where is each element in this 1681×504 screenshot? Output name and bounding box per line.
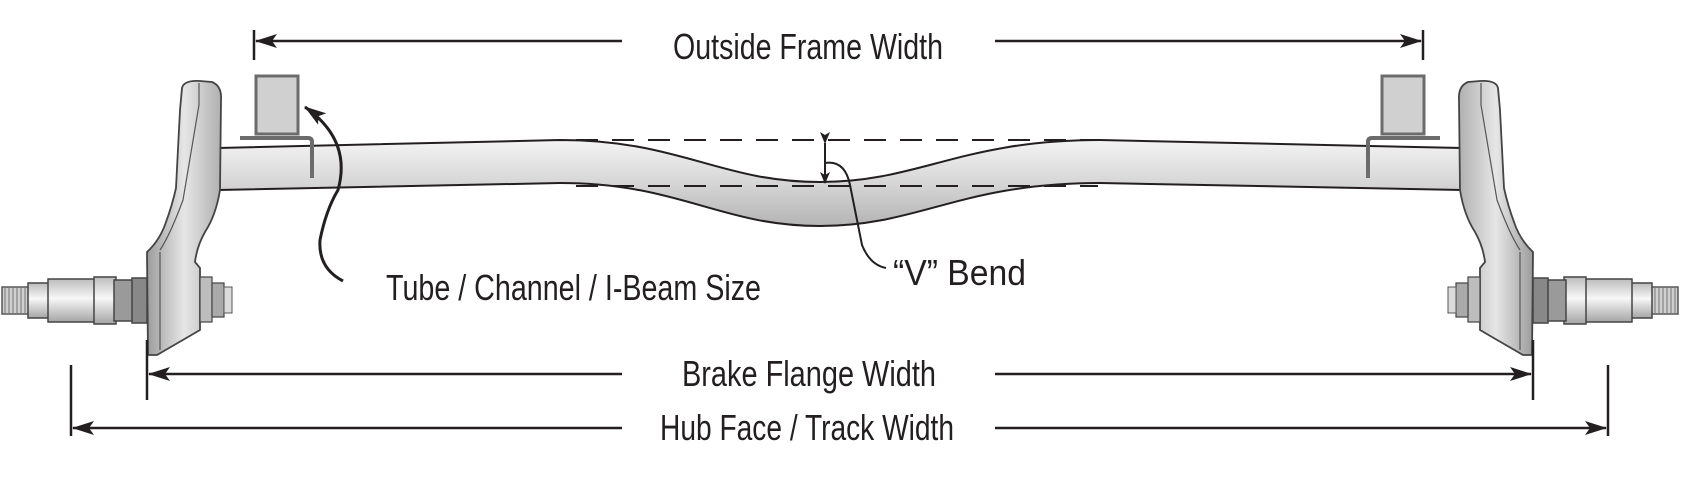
hub-face-track-width-label: Hub Face / Track Width (660, 407, 954, 448)
brake-flange-width-dimension (145, 340, 1535, 400)
left-end-assembly (0, 74, 314, 357)
tube-size-label: Tube / Channel / I-Beam Size (386, 267, 761, 308)
outside-frame-width-dimension (252, 30, 1425, 60)
axle-tube (217, 138, 1463, 228)
right-end-assembly (1366, 74, 1680, 357)
v-bend-label: “V” Bend (893, 252, 1026, 293)
brake-flange-width-label: Brake Flange Width (682, 353, 936, 394)
tube-size-leader-arrow (304, 105, 344, 283)
hub-face-track-width-dimension (69, 365, 1610, 436)
outside-frame-width-label: Outside Frame Width (673, 26, 943, 67)
v-bend-leader (824, 161, 887, 269)
